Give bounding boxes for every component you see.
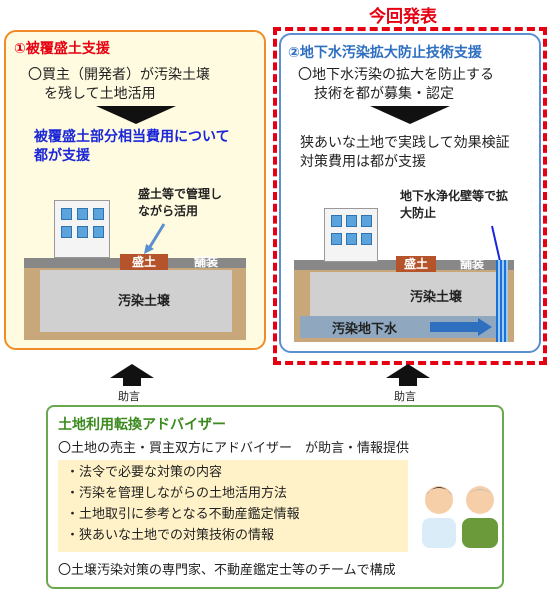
advice-items-box — [58, 460, 408, 552]
right-soil-label: 汚染土壌 — [410, 290, 463, 305]
left-callout-arrow-icon — [144, 223, 166, 254]
left-contaminated-pit — [40, 270, 232, 332]
advisor-title: 土地利用転換アドバイザー — [58, 417, 226, 433]
left-panel-title: ①被覆盛土支援 — [14, 41, 110, 57]
advisor-footer: 〇土壌汚染対策の専門家、不動産鑑定士等のチームで構成 — [58, 563, 396, 578]
right-text-line1: 〇地下水汚染の拡大を防止する — [298, 67, 494, 83]
left-building-icon — [54, 200, 110, 258]
advice-item: ・土地取引に参考となる不動産鑑定情報 — [66, 507, 300, 522]
left-advice-label: 助言 — [118, 390, 140, 403]
right-text-line3: 狭あいな土地で実践して効果検証 — [300, 135, 510, 151]
left-soil-label: 汚染土壌 — [118, 294, 171, 309]
advice-item: ・法令で必要な対策の内容 — [66, 465, 223, 480]
purification-wall — [496, 260, 508, 342]
left-up-arrow-icon — [110, 364, 154, 386]
right-contaminated-pit — [310, 272, 496, 316]
announcement-label: 今回発表 — [369, 7, 437, 27]
right-groundwater-band — [300, 316, 496, 338]
right-up-arrow-icon — [386, 364, 430, 386]
left-text-line1: 〇買主（開発者）が汚染土壌 — [28, 67, 210, 83]
advisor-people-icon — [422, 486, 498, 548]
right-callout-line1: 地下水浄化壁等で拡 — [400, 189, 509, 203]
right-pavement-label: 舗装 — [459, 257, 484, 271]
left-callout-line2: ながら活用 — [138, 204, 199, 218]
right-advice-label: 助言 — [394, 390, 416, 403]
advice-item: ・狭あいな土地での対策技術の情報 — [66, 528, 275, 543]
left-mound-label: 盛土 — [120, 254, 168, 270]
right-text-line4: 対策費用は都が支援 — [300, 154, 426, 170]
left-result-line2: 都が支援 — [34, 148, 90, 164]
right-building-icon — [324, 208, 378, 262]
right-text-line2: 技術を都が募集・認定 — [314, 86, 454, 102]
right-panel-title: ②地下水汚染拡大防止技術支援 — [288, 45, 482, 61]
left-result-line1: 被覆盛土部分相当費用について — [34, 129, 230, 145]
left-pavement-label: 舗装 — [193, 255, 218, 269]
announcement-highlight-frame — [273, 27, 547, 365]
left-callout-line1: 盛土等で管理し — [138, 187, 223, 201]
right-groundwater-label: 汚染地下水 — [332, 322, 398, 337]
left-text-line2: を残して土地活用 — [44, 86, 156, 102]
left-down-arrow-icon — [96, 106, 176, 124]
advice-item: ・汚染を管理しながらの土地活用方法 — [66, 486, 288, 501]
right-mound-label: 盛土 — [396, 256, 436, 272]
right-groundwater-arrow-icon — [430, 318, 492, 336]
right-callout-line2: 大防止 — [400, 206, 437, 220]
advisor-intro: 〇土地の売主・買主双方にアドバイザー が助言・情報提供 — [58, 441, 410, 456]
right-down-arrow-icon — [370, 106, 450, 124]
